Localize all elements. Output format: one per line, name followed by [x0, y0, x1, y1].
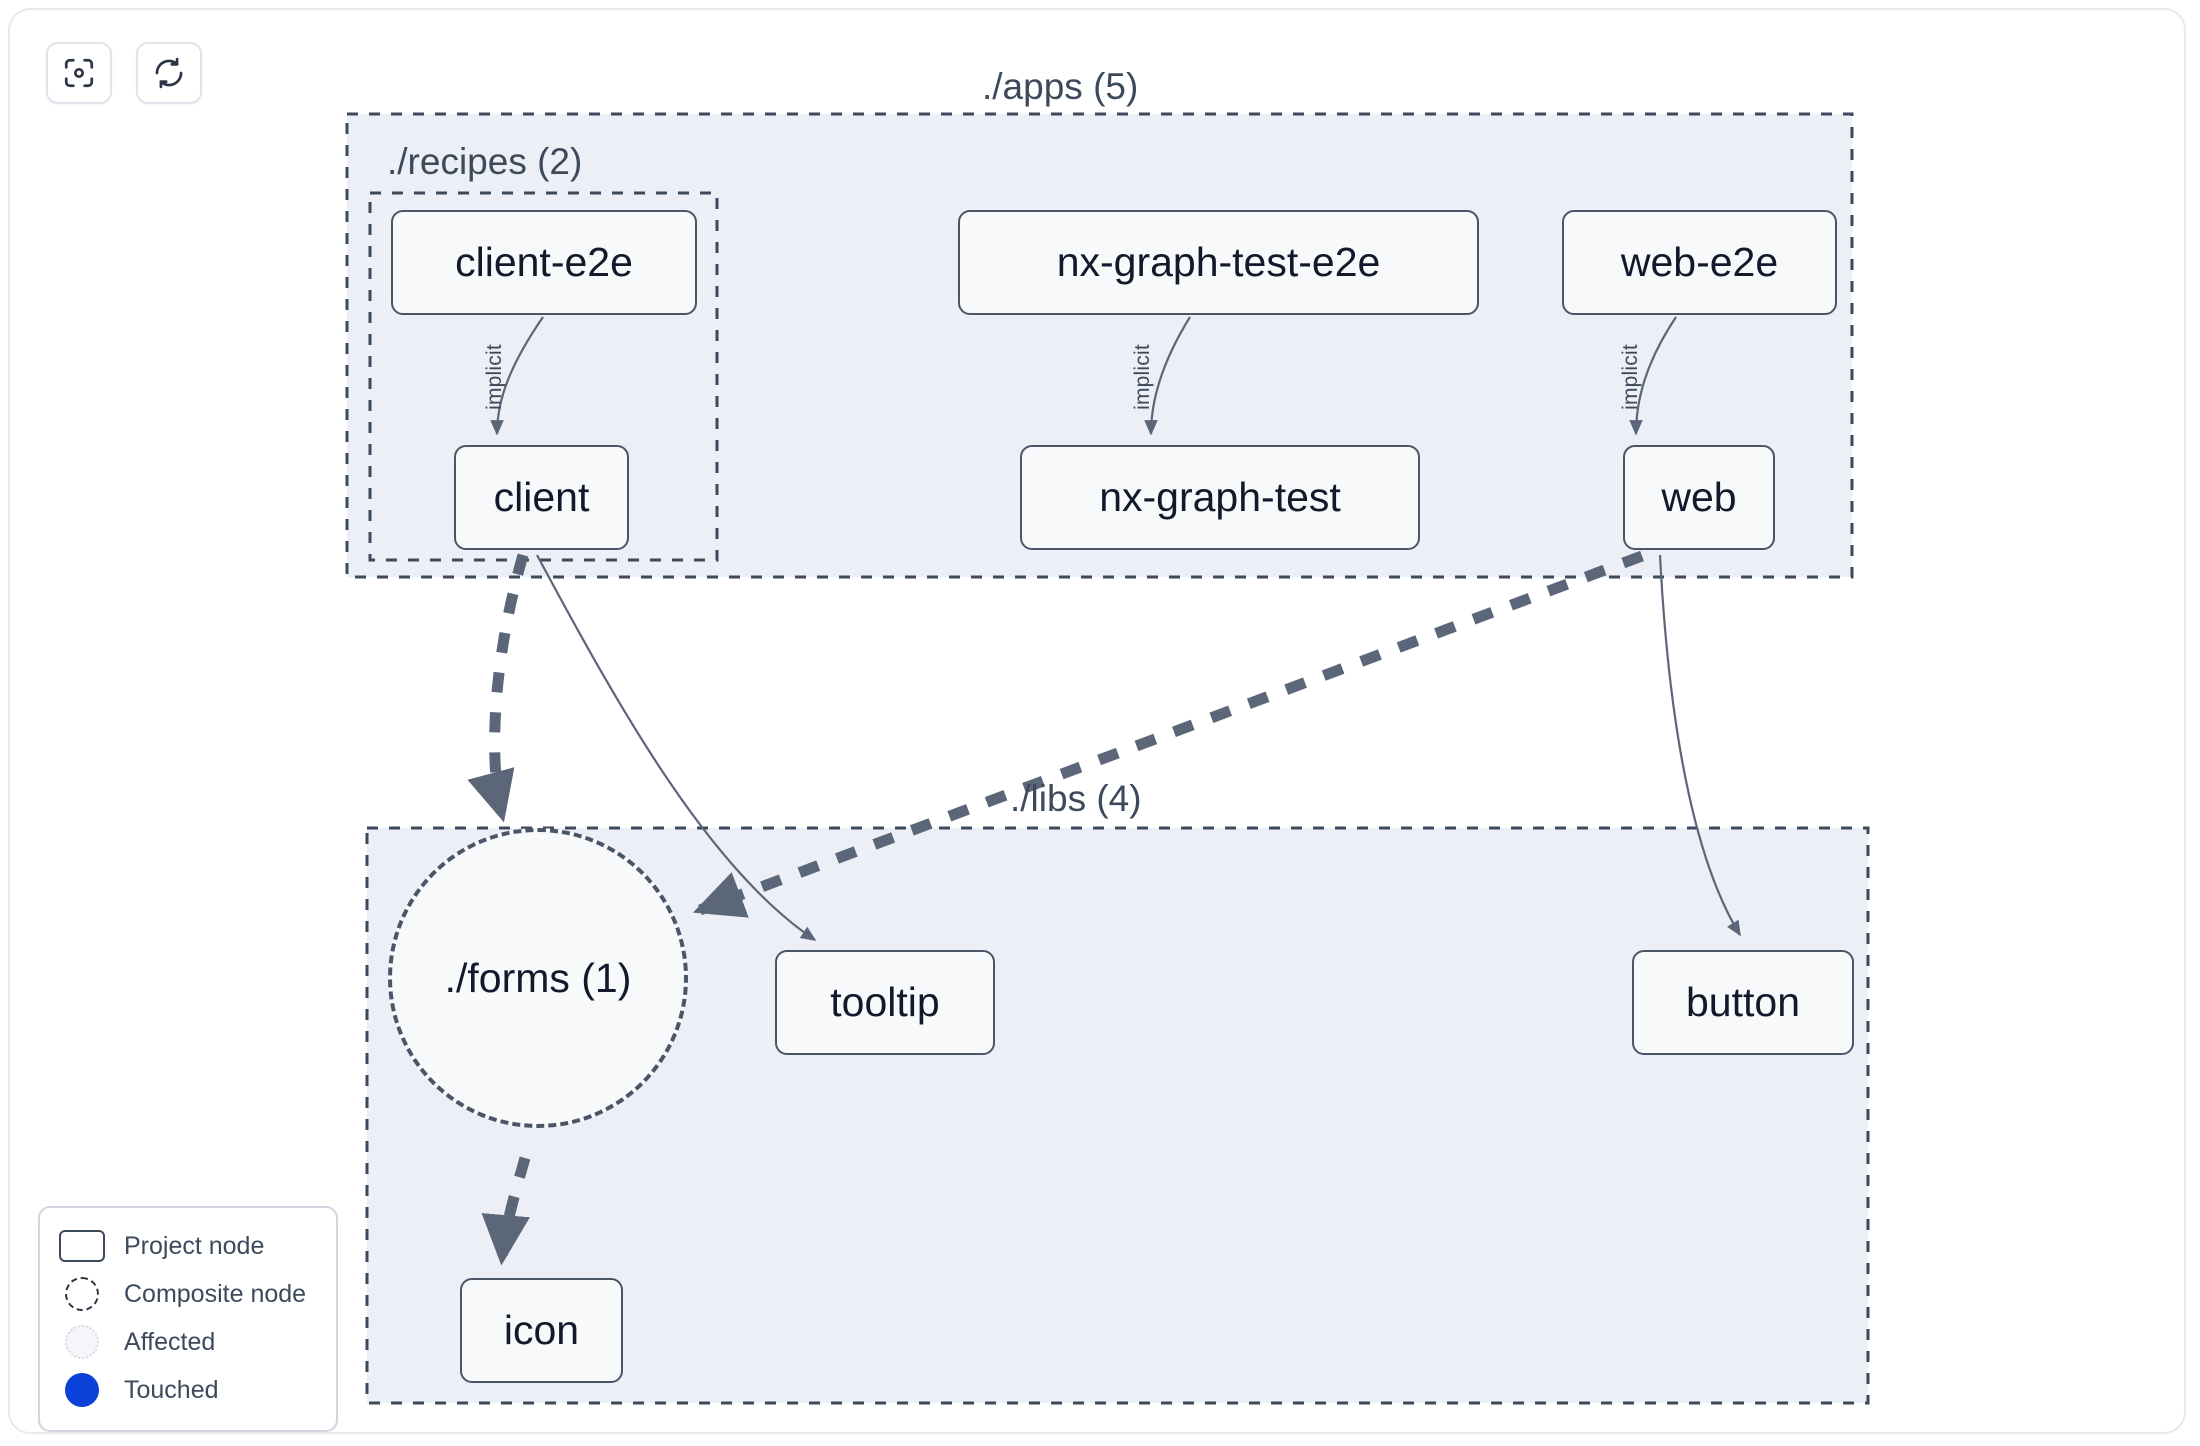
graph-edges-layer: [345, 112, 1870, 1405]
legend-item-touched: Touched: [58, 1366, 318, 1414]
group-label-libs: ./libs (4): [1010, 778, 1142, 819]
edge-web-to-forms: [692, 550, 1644, 918]
node-nx-graph-test-e2e[interactable]: nx-graph-test-e2e: [958, 210, 1479, 315]
graph-nodes-layer: ./apps (5) ./recipes (2) ./libs (4) clie…: [10, 10, 2184, 1432]
edge-client-to-tooltip: [536, 554, 817, 941]
focus-target-icon: [62, 56, 96, 90]
composite-node-swatch: [58, 1277, 106, 1311]
edge-web-to-button: [1658, 554, 1741, 937]
node-web-e2e[interactable]: web-e2e: [1562, 210, 1837, 315]
legend-item-composite-node: Composite node: [58, 1270, 318, 1318]
group-label-apps: ./apps (5): [982, 66, 1139, 107]
legend-item-project-node: Project node: [58, 1222, 318, 1270]
edge-web-e2e-to-web: [1629, 316, 1677, 436]
node-icon[interactable]: icon: [460, 1278, 623, 1383]
refresh-graph-button[interactable]: [136, 42, 202, 104]
refresh-icon: [152, 56, 186, 90]
edge-label-web-e2e-web: implicit: [1618, 344, 1642, 410]
graph-legend: Project node Composite node Affected Tou…: [38, 1206, 338, 1432]
legend-label-affected: Affected: [124, 1327, 216, 1356]
affected-swatch: [58, 1325, 106, 1359]
edge-client-to-forms: [467, 553, 529, 823]
legend-item-affected: Affected: [58, 1318, 318, 1366]
edge-forms-to-icon: [481, 1156, 531, 1266]
group-label-recipes: ./recipes (2): [387, 141, 583, 182]
edge-nx-graph-test-e2e-to-nx-graph-test: [1144, 316, 1191, 436]
legend-label-project-node: Project node: [124, 1231, 265, 1260]
edge-label-client-e2e-client: implicit: [482, 344, 506, 410]
touched-swatch: [58, 1373, 106, 1407]
graph-canvas-card: ./apps (5) ./recipes (2) ./libs (4) clie…: [8, 8, 2186, 1434]
node-button[interactable]: button: [1632, 950, 1854, 1055]
node-forms-composite[interactable]: ./forms (1): [388, 828, 688, 1128]
node-client-e2e[interactable]: client-e2e: [391, 210, 697, 315]
node-tooltip[interactable]: tooltip: [775, 950, 995, 1055]
edge-label-nx-graph-test: implicit: [1130, 344, 1154, 410]
legend-label-composite-node: Composite node: [124, 1279, 307, 1308]
project-node-swatch: [58, 1229, 106, 1263]
node-nx-graph-test[interactable]: nx-graph-test: [1020, 445, 1420, 550]
graph-toolbar: [46, 42, 202, 104]
node-client[interactable]: client: [454, 445, 629, 550]
node-web[interactable]: web: [1623, 445, 1775, 550]
edge-client-e2e-to-client: [490, 316, 544, 436]
legend-label-touched: Touched: [124, 1375, 219, 1404]
focus-graph-button[interactable]: [46, 42, 112, 104]
